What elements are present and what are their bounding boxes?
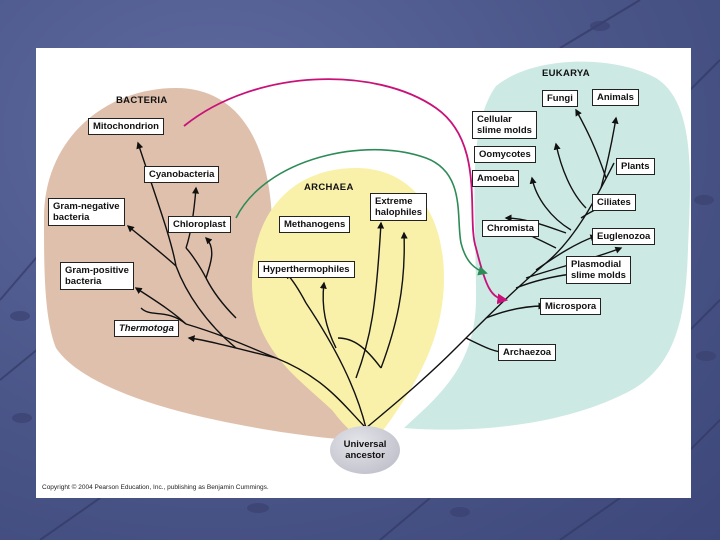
- eukarya-title: EUKARYA: [542, 68, 590, 79]
- label-microspora: Microspora: [540, 298, 602, 315]
- tree-branch: [600, 116, 619, 189]
- bacteria-title: BACTERIA: [116, 95, 168, 106]
- label-cyanobacteria: Cyanobacteria: [144, 166, 220, 183]
- archaea-region: [252, 168, 444, 442]
- label-chromista: Chromista: [482, 220, 539, 237]
- label-plasmodial-slime-molds: Plasmodial slime molds: [566, 256, 631, 284]
- label-plants: Plants: [616, 158, 655, 175]
- label-animals: Animals: [592, 89, 639, 106]
- tree-branch: [185, 323, 367, 429]
- label-mitochondrion: Mitochondrion: [88, 118, 164, 135]
- copyright-note: Copyright © 2004 Pearson Education, Inc.…: [42, 484, 269, 491]
- tree-branch: [205, 237, 213, 279]
- eukarya-region: [404, 61, 690, 430]
- tree-branch: [380, 231, 408, 369]
- label-thermotoga: Thermotoga: [114, 320, 179, 337]
- archaea-title: ARCHAEA: [304, 182, 354, 193]
- label-methanogens: Methanogens: [279, 216, 351, 233]
- chloroplast-arrow: [235, 148, 488, 276]
- tree-branch: [185, 247, 207, 279]
- tree-branch: [187, 335, 277, 359]
- label-gram-positive-bacteria: Gram-positive bacteria: [60, 262, 134, 290]
- label-oomycotes: Oomycotes: [474, 146, 536, 163]
- tree-branch: [575, 108, 607, 179]
- label-hyperthermophiles: Hyperthermophiles: [258, 261, 355, 278]
- tree-branch: [319, 281, 337, 349]
- tree-branch: [305, 302, 367, 429]
- label-cellular-slime-molds: Cellular slime molds: [472, 111, 537, 139]
- label-gram-negative-bacteria: Gram-negative bacteria: [48, 198, 125, 226]
- tree-branch: [535, 234, 598, 271]
- label-amoeba: Amoeba: [472, 170, 520, 187]
- label-euglenozoa: Euglenozoa: [592, 228, 656, 245]
- tree-branch: [126, 225, 177, 267]
- tree-branch: [136, 141, 177, 267]
- tree-branch: [485, 302, 546, 319]
- label-ciliates: Ciliates: [592, 194, 636, 211]
- label-archaezoa: Archaezoa: [498, 344, 557, 361]
- tree-branch: [355, 221, 385, 379]
- tree-branch: [529, 176, 572, 231]
- tree-branch: [205, 277, 237, 319]
- label-extreme-halophiles: Extreme halophiles: [370, 193, 427, 221]
- tree-drawing: [44, 61, 690, 442]
- tree-branch: [553, 142, 587, 209]
- universal-ancestor: Universal ancestor: [330, 426, 400, 474]
- label-fungi: Fungi: [542, 90, 578, 107]
- tree-branch: [175, 265, 237, 349]
- tree-branch: [337, 337, 382, 369]
- tree-branch: [140, 307, 187, 325]
- phylogeny-figure: BACTERIA ARCHAEA EUKARYA Mitochondrion C…: [36, 48, 691, 498]
- label-chloroplast: Chloroplast: [168, 216, 231, 233]
